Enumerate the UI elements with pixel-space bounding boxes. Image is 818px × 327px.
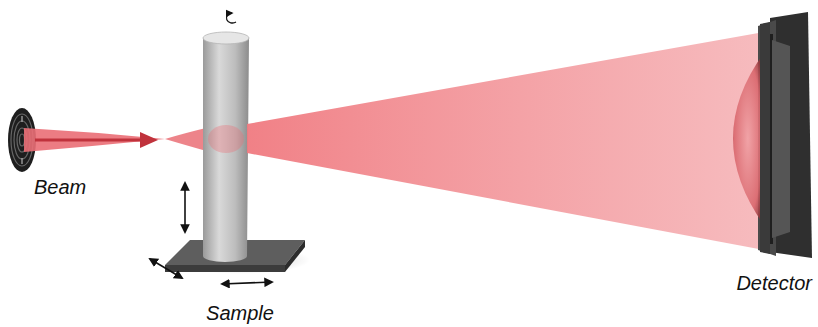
part-label: Sample [206,302,274,324]
vertical-arrow [184,183,186,232]
part-label: Detector [736,272,812,294]
sample-cylinder [203,32,249,262]
depth-arrow [150,259,182,278]
diffracted-cone [247,30,775,252]
horizontal-arrow [222,282,272,284]
part-label: Beam [34,176,86,198]
detector [733,12,812,258]
incident-beam [24,128,165,152]
beam-arrowhead [140,132,158,148]
rotation-arrow [226,13,236,23]
beam-arrow [35,139,150,142]
